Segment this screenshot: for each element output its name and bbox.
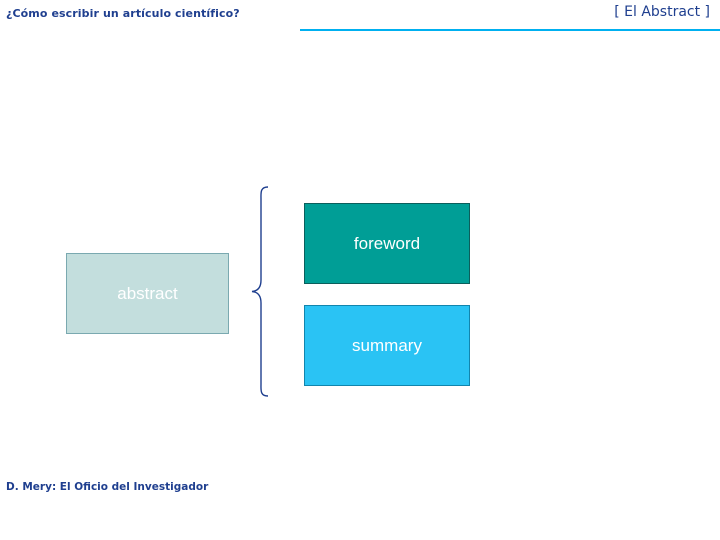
page-title: ¿Cómo escribir un artículo científico? — [6, 7, 240, 20]
diagram-box-summary: summary — [304, 305, 470, 386]
diagram-box-abstract: abstract — [66, 253, 229, 334]
header-divider — [300, 29, 720, 31]
diagram-box-summary-label: summary — [352, 335, 422, 355]
section-title: [ El Abstract ] — [614, 4, 710, 20]
curly-brace-icon — [251, 186, 269, 397]
diagram-box-abstract-label: abstract — [117, 283, 178, 303]
slide-header: ¿Cómo escribir un artículo científico? [… — [0, 0, 720, 31]
slide-footer: D. Mery: El Oficio del Investigador — [6, 481, 209, 493]
diagram-box-foreword: foreword — [304, 203, 470, 284]
diagram-box-foreword-label: foreword — [353, 233, 421, 253]
